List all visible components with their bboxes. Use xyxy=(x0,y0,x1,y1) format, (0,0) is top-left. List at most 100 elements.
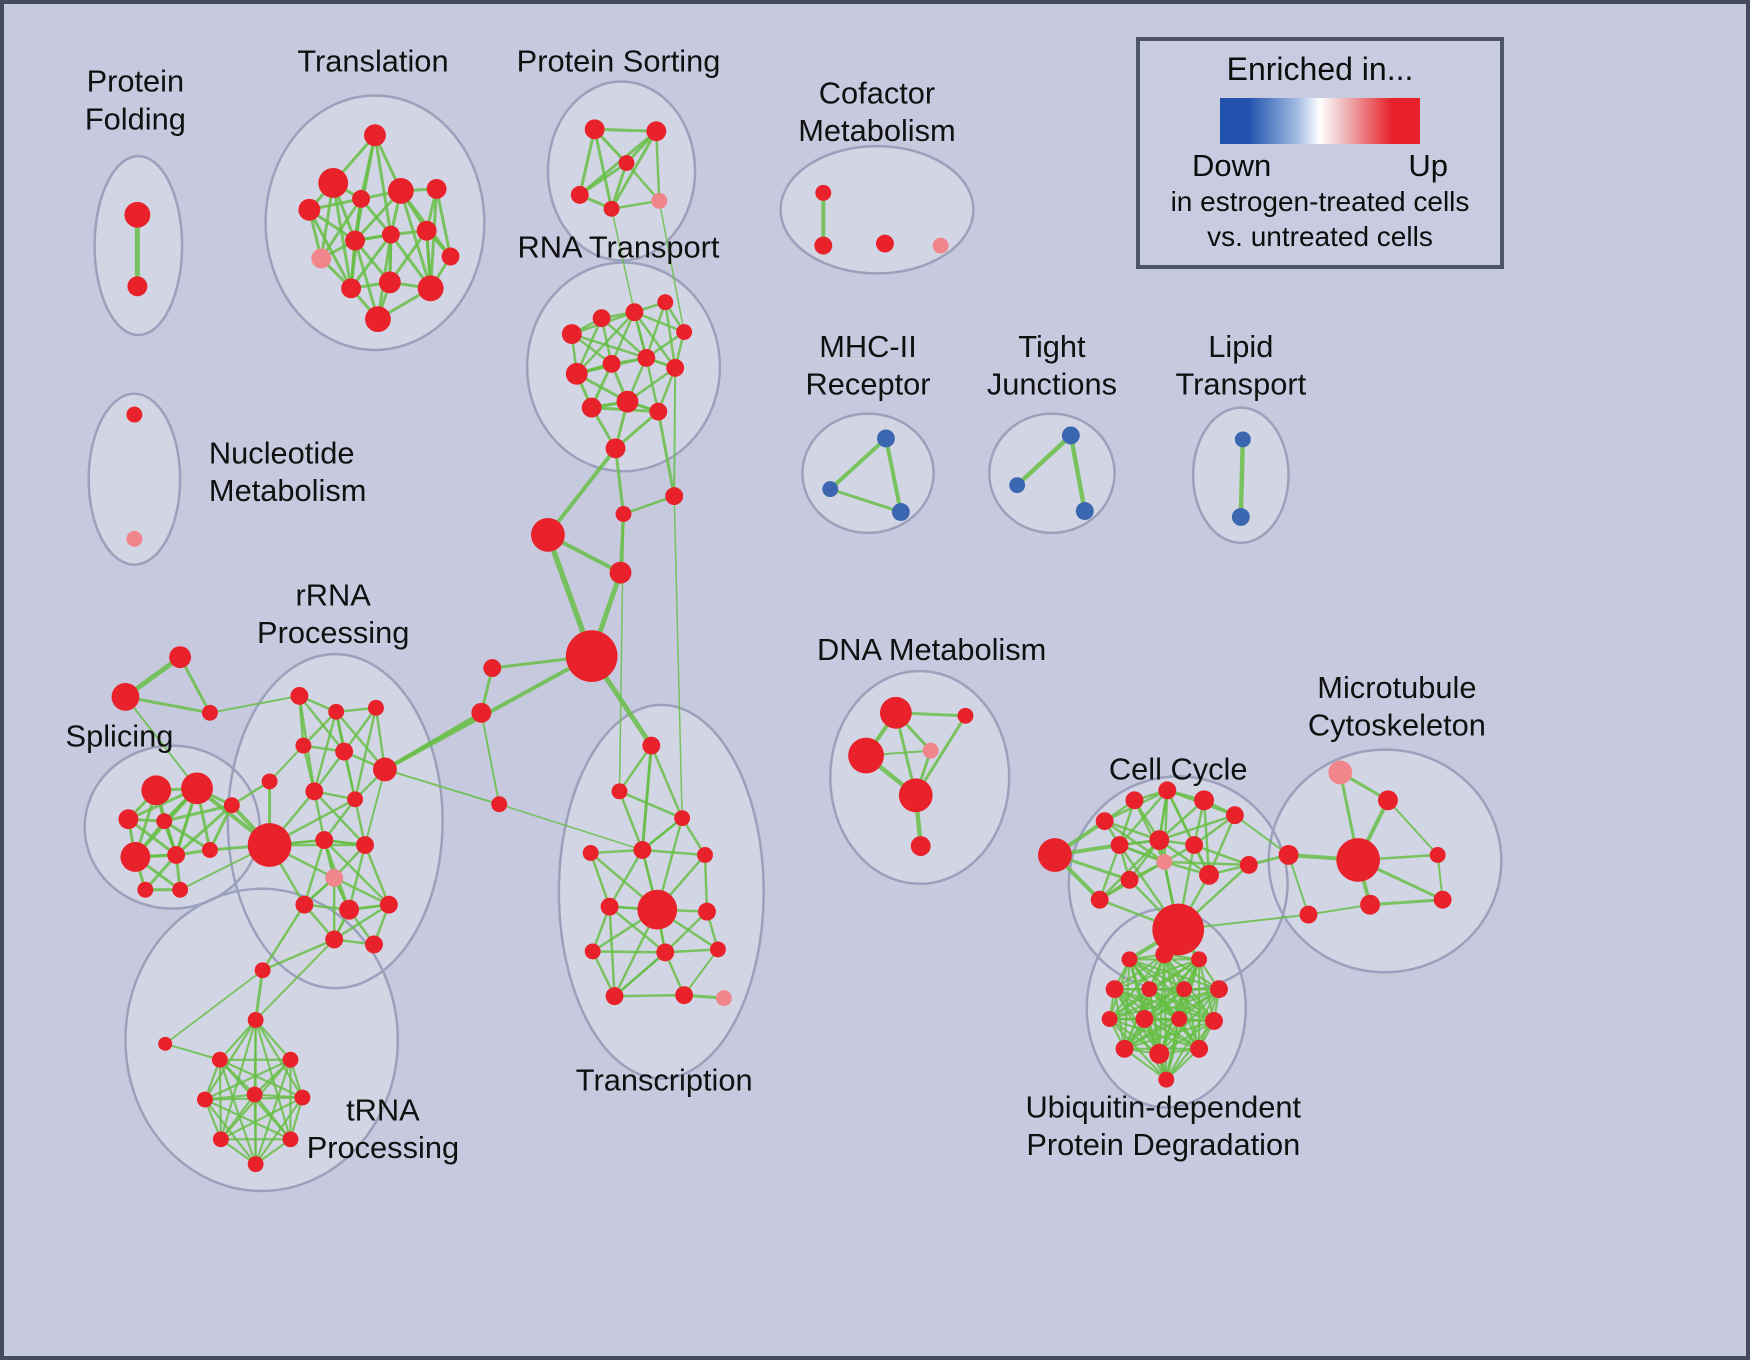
edge xyxy=(1068,433,1087,514)
node-u15 xyxy=(1158,1071,1175,1088)
node-x6 xyxy=(637,889,678,930)
node-x9 xyxy=(584,943,601,960)
node-r4 xyxy=(657,294,674,311)
node-tj3 xyxy=(1075,502,1094,520)
node-mh2 xyxy=(822,481,839,498)
cluster-outline-dna-metabolism xyxy=(829,669,1011,886)
edge xyxy=(1103,819,1166,864)
legend-up-label: Up xyxy=(1408,148,1448,183)
node-t8 xyxy=(345,230,366,251)
node-u13 xyxy=(1149,1043,1170,1064)
cluster-fill-nucleotide-metabolism xyxy=(88,393,181,565)
node-tpa xyxy=(158,1036,173,1051)
node-h3 xyxy=(531,517,565,552)
edge xyxy=(673,495,683,819)
edge xyxy=(545,446,618,537)
edge xyxy=(218,1018,257,1061)
node-cm4 xyxy=(932,237,949,254)
node-t1 xyxy=(364,124,386,147)
edge xyxy=(1123,958,1131,1050)
node-x4 xyxy=(633,841,652,859)
edge xyxy=(593,127,658,133)
node-cc4 xyxy=(1158,781,1177,800)
node-t14 xyxy=(365,306,391,333)
node-h6 xyxy=(483,659,502,678)
edge xyxy=(578,127,597,197)
edge xyxy=(828,487,903,514)
edge xyxy=(1158,799,1206,842)
edge xyxy=(261,938,336,972)
node-p9 xyxy=(347,791,364,808)
edge xyxy=(261,903,306,972)
edge xyxy=(663,910,709,954)
node-tp5 xyxy=(246,1086,263,1103)
cluster-label-nucleotide-metabolism: Nucleotide xyxy=(209,435,355,470)
node-d6 xyxy=(910,836,931,856)
node-p8 xyxy=(305,782,324,801)
edge xyxy=(332,903,391,941)
node-p6 xyxy=(372,757,397,782)
edge xyxy=(1133,799,1166,864)
edge xyxy=(593,127,614,211)
edge xyxy=(610,208,636,313)
node-tp9 xyxy=(247,1156,264,1173)
cluster-label-protein-sorting: Protein Sorting xyxy=(517,44,721,79)
edge xyxy=(1163,953,1221,991)
edge xyxy=(610,310,636,366)
node-t12 xyxy=(378,271,401,294)
edge xyxy=(1158,838,1211,877)
edge xyxy=(162,819,212,852)
legend-title: Enriched in... xyxy=(1226,51,1414,87)
node-mh1 xyxy=(876,429,895,448)
edge xyxy=(254,1018,292,1061)
node-cc6 xyxy=(1225,806,1244,825)
edge xyxy=(435,187,453,258)
node-p11 xyxy=(315,831,334,849)
node-cm3 xyxy=(875,234,894,253)
node-d4 xyxy=(957,707,974,724)
edge xyxy=(828,436,888,492)
edge xyxy=(323,838,391,906)
node-d5 xyxy=(898,778,933,813)
node-h5 xyxy=(565,630,618,682)
edge xyxy=(174,803,234,857)
legend-scale-labels: Down Up xyxy=(1192,148,1448,184)
node-u1 xyxy=(1121,951,1138,968)
node-q2 xyxy=(111,682,140,711)
edge xyxy=(319,197,363,260)
cluster-label-cell-cycle: Cell Cycle xyxy=(1109,751,1248,786)
node-cc12 xyxy=(1199,864,1219,885)
edge xyxy=(203,1098,292,1141)
node-u14 xyxy=(1190,1039,1209,1058)
node-tp8 xyxy=(282,1131,299,1148)
edge xyxy=(399,189,433,290)
node-p12 xyxy=(356,836,374,854)
edge xyxy=(253,1093,292,1141)
node-ps5 xyxy=(651,192,668,209)
node-x1 xyxy=(611,783,628,800)
edge xyxy=(640,744,653,852)
edge xyxy=(1123,1019,1216,1050)
legend-gradient-bar xyxy=(1220,98,1420,144)
cluster-label-lipid-transport: Lipid xyxy=(1208,329,1273,364)
edge xyxy=(364,768,386,847)
cluster-label-rna-transport: RNA Transport xyxy=(518,230,720,265)
node-tp6 xyxy=(294,1089,311,1106)
edge xyxy=(625,161,661,203)
node-t11 xyxy=(341,278,362,299)
edge xyxy=(203,1058,292,1101)
cluster-label-dna-metabolism: DNA Metabolism xyxy=(817,632,1046,667)
node-lt2 xyxy=(1231,508,1250,526)
edge xyxy=(618,513,625,793)
node-p16 xyxy=(379,895,398,914)
node-x8 xyxy=(698,902,716,921)
node-u9 xyxy=(1135,1010,1154,1028)
edge xyxy=(298,694,346,753)
node-t3 xyxy=(298,198,321,221)
edge xyxy=(1386,799,1439,856)
cluster-outline-trna-processing xyxy=(124,887,400,1193)
edge xyxy=(1207,813,1237,877)
node-cc1 xyxy=(1038,838,1072,872)
cluster-label-nucleotide-metabolism: Metabolism xyxy=(209,473,366,508)
edge xyxy=(331,181,353,290)
